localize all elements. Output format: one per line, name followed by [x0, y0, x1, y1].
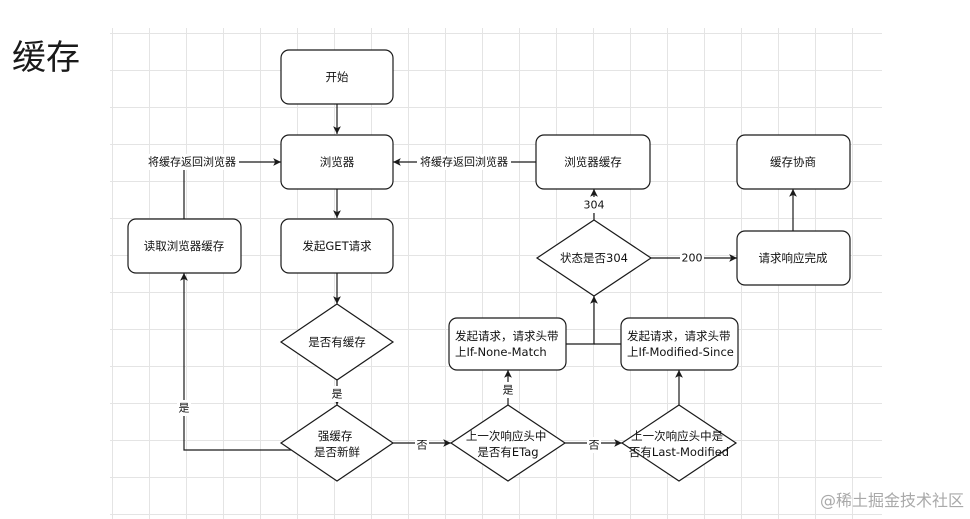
node-status-304-label: 状态是否304 — [560, 251, 628, 265]
edge-label-304: 304 — [582, 197, 606, 213]
node-status-304: 状态是否304 — [535, 219, 653, 297]
node-etag-check: 上一次响应头中 是否有ETag — [449, 404, 567, 482]
node-etag-check-diamond — [449, 404, 567, 482]
node-response-done: 请求响应完成 — [736, 230, 851, 286]
edge-label-fresh-yes-text: 是 — [179, 402, 190, 415]
edge-label-200-text: 200 — [682, 252, 703, 265]
node-get-request: 发起GET请求 — [280, 218, 394, 274]
node-strong-cache-line-1: 强缓存 — [318, 429, 353, 443]
edge-label-read-cache-to-browser-text: 将缓存返回浏览器 — [148, 155, 236, 169]
node-browser-cache-box — [535, 134, 651, 190]
node-if-modified-since-request-box — [620, 317, 739, 371]
node-if-none-match-request: 发起请求，请求头带 上If-None-Match — [448, 317, 567, 371]
node-cache-negotiation-box — [736, 134, 851, 190]
node-etag-check-line-1: 上一次响应头中 — [466, 429, 547, 443]
node-last-modified-check-label: 上一次响应头中是 否有Last-Modified — [629, 429, 729, 459]
edge-if-none-match-to-status — [566, 296, 598, 345]
node-strong-cache-line-2: 是否新鲜 — [314, 445, 360, 459]
node-start-box — [280, 49, 394, 105]
node-etag-check-label: 上一次响应头中 是否有ETag — [466, 429, 550, 459]
node-last-modified-check-diamond — [620, 404, 738, 482]
node-read-cache: 读取浏览器缓存 — [127, 218, 242, 274]
node-if-modified-since-request-label: 发起请求，请求头带 上If-Modified-Since — [627, 329, 734, 359]
node-etag-check-line-2: 是否有ETag — [477, 445, 538, 459]
edge-label-browser-cache-to-browser: 将缓存返回浏览器 — [417, 154, 511, 170]
node-strong-cache-label: 强缓存 是否新鲜 — [314, 429, 360, 459]
node-read-cache-label: 读取浏览器缓存 — [144, 239, 225, 253]
edge-read-cache-to-browser — [183, 158, 281, 219]
node-if-none-match-request-label: 发起请求，请求头带 上If-None-Match — [455, 329, 562, 359]
node-has-cache: 是否有缓存 — [279, 303, 395, 381]
node-browser-cache-label: 浏览器缓存 — [564, 155, 622, 169]
node-browser-label: 浏览器 — [320, 155, 355, 169]
edge-label-etag-no-text: 否 — [589, 439, 600, 452]
edge-label-fresh-yes: 是 — [177, 400, 191, 416]
node-last-modified-check-line-1: 上一次响应头中是 — [631, 429, 723, 443]
node-browser-box — [280, 134, 394, 190]
node-last-modified-check: 上一次响应头中是 否有Last-Modified — [620, 404, 738, 482]
node-last-modified-check-line-2: 否有Last-Modified — [629, 445, 729, 459]
node-get-request-label: 发起GET请求 — [302, 239, 372, 253]
node-get-request-box — [280, 218, 394, 274]
watermark: @稀土掘金技术社区 — [819, 491, 964, 510]
node-strong-cache-diamond — [279, 404, 395, 482]
edge-label-etag-yes: 是 — [501, 382, 515, 398]
node-response-done-label: 请求响应完成 — [759, 251, 828, 265]
edge-label-has-cache-yes: 是 — [330, 386, 344, 402]
node-if-modified-since-request-line-1: 发起请求，请求头带 — [627, 329, 731, 343]
node-browser-cache: 浏览器缓存 — [535, 134, 651, 190]
node-if-none-match-request-box — [448, 317, 567, 371]
node-strong-cache: 强缓存 是否新鲜 — [279, 404, 395, 482]
edge-label-not-fresh-text: 否 — [417, 439, 428, 452]
node-read-cache-box — [127, 218, 242, 274]
node-cache-negotiation: 缓存协商 — [736, 134, 851, 190]
edge-strong-cache-to-read-cache — [180, 273, 291, 451]
node-has-cache-label: 是否有缓存 — [308, 335, 366, 349]
node-if-none-match-request-line-1: 发起请求，请求头带 — [455, 329, 559, 343]
node-has-cache-diamond — [279, 303, 395, 381]
page-title: 缓存 — [12, 38, 80, 78]
node-status-304-diamond — [535, 219, 653, 297]
node-if-modified-since-request-line-2: 上If-Modified-Since — [627, 345, 734, 359]
edge-label-browser-cache-to-browser-text: 将缓存返回浏览器 — [420, 155, 508, 169]
node-browser: 浏览器 — [280, 134, 394, 190]
edge-label-200: 200 — [680, 250, 704, 266]
node-cache-negotiation-label: 缓存协商 — [770, 155, 816, 169]
edge-label-has-cache-yes-text: 是 — [332, 388, 343, 401]
edge-label-etag-yes-text: 是 — [503, 384, 514, 397]
edge-label-not-fresh: 否 — [415, 437, 429, 453]
edge-label-read-cache-to-browser: 将缓存返回浏览器 — [145, 154, 239, 170]
node-if-modified-since-request: 发起请求，请求头带 上If-Modified-Since — [620, 317, 739, 371]
node-response-done-box — [736, 230, 851, 286]
node-if-none-match-request-line-2: 上If-None-Match — [455, 345, 547, 359]
node-start-label: 开始 — [326, 70, 349, 84]
node-start: 开始 — [280, 49, 394, 105]
edge-label-304-text: 304 — [584, 199, 605, 212]
edge-label-etag-no: 否 — [587, 437, 601, 453]
